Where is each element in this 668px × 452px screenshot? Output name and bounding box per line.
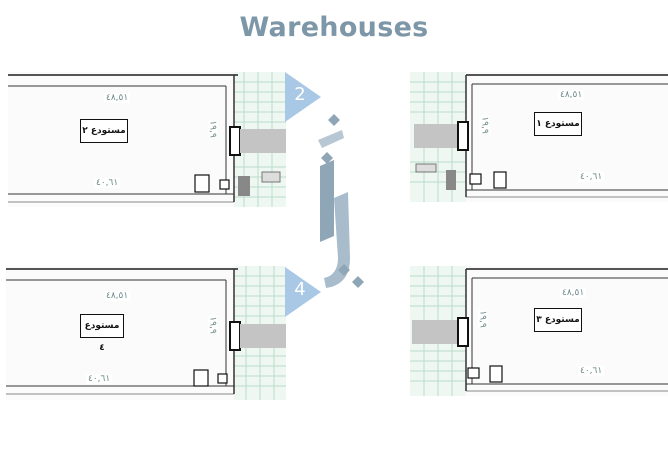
dim-bottom-warehouse-4: ٤٠,٦١ <box>86 374 113 384</box>
dim-bottom-warehouse-1: ٤٠,٦١ <box>578 172 605 182</box>
brand-logo-icon <box>300 108 370 298</box>
badge-4-label: 4 <box>294 279 306 300</box>
dim-top-warehouse-1: ٤٨,٥١ <box>558 90 585 100</box>
page-title: Warehouses <box>239 12 429 43</box>
dim-side-warehouse-1: ١٩,٩ <box>479 116 490 134</box>
dim-side-warehouse-3: ١٩,٩ <box>477 310 488 328</box>
floor-plan-warehouse-4: مستودع ٤ ٤٨,٥١ ٤٠,٦١ ١٩,٩ <box>6 266 286 400</box>
floor-plan-warehouse-1: مستودع ١ ٤٨,٥١ ٤٠,٦١ ١٩,٩ <box>410 72 668 202</box>
dim-bottom-warehouse-3: ٤٠,٦١ <box>578 366 605 376</box>
dim-bottom-warehouse-2: ٤٠,٦١ <box>94 178 121 188</box>
room-label-warehouse-2: مستودع ٢ <box>80 119 128 143</box>
dim-side-warehouse-4: ١٩,٩ <box>207 316 218 334</box>
dim-top-warehouse-3: ٤٨,٥١ <box>560 288 587 298</box>
badge-4-arrow: 4 <box>285 267 325 317</box>
badge-2-label: 2 <box>294 84 306 105</box>
floor-plan-warehouse-2: مستودع ٢ ٤٨,٥١ ٤٠,٦١ ١٩,٩ <box>8 72 286 207</box>
dim-top-warehouse-2: ٤٨,٥١ <box>104 93 131 103</box>
dim-top-warehouse-4: ٤٨,٥١ <box>104 291 131 301</box>
room-label-warehouse-1: مستودع ١ <box>534 112 582 136</box>
floor-plan-warehouse-3: مستودع ٣ ٤٨,٥١ ٤٠,٦١ ١٩,٩ <box>410 266 668 396</box>
dim-side-warehouse-2: ١٩,٩ <box>207 120 218 138</box>
room-label-warehouse-4: مستودع ٤ <box>80 314 124 353</box>
badge-2-arrow: 2 <box>285 72 325 122</box>
room-label-warehouse-3: مستودع ٣ <box>534 308 582 332</box>
